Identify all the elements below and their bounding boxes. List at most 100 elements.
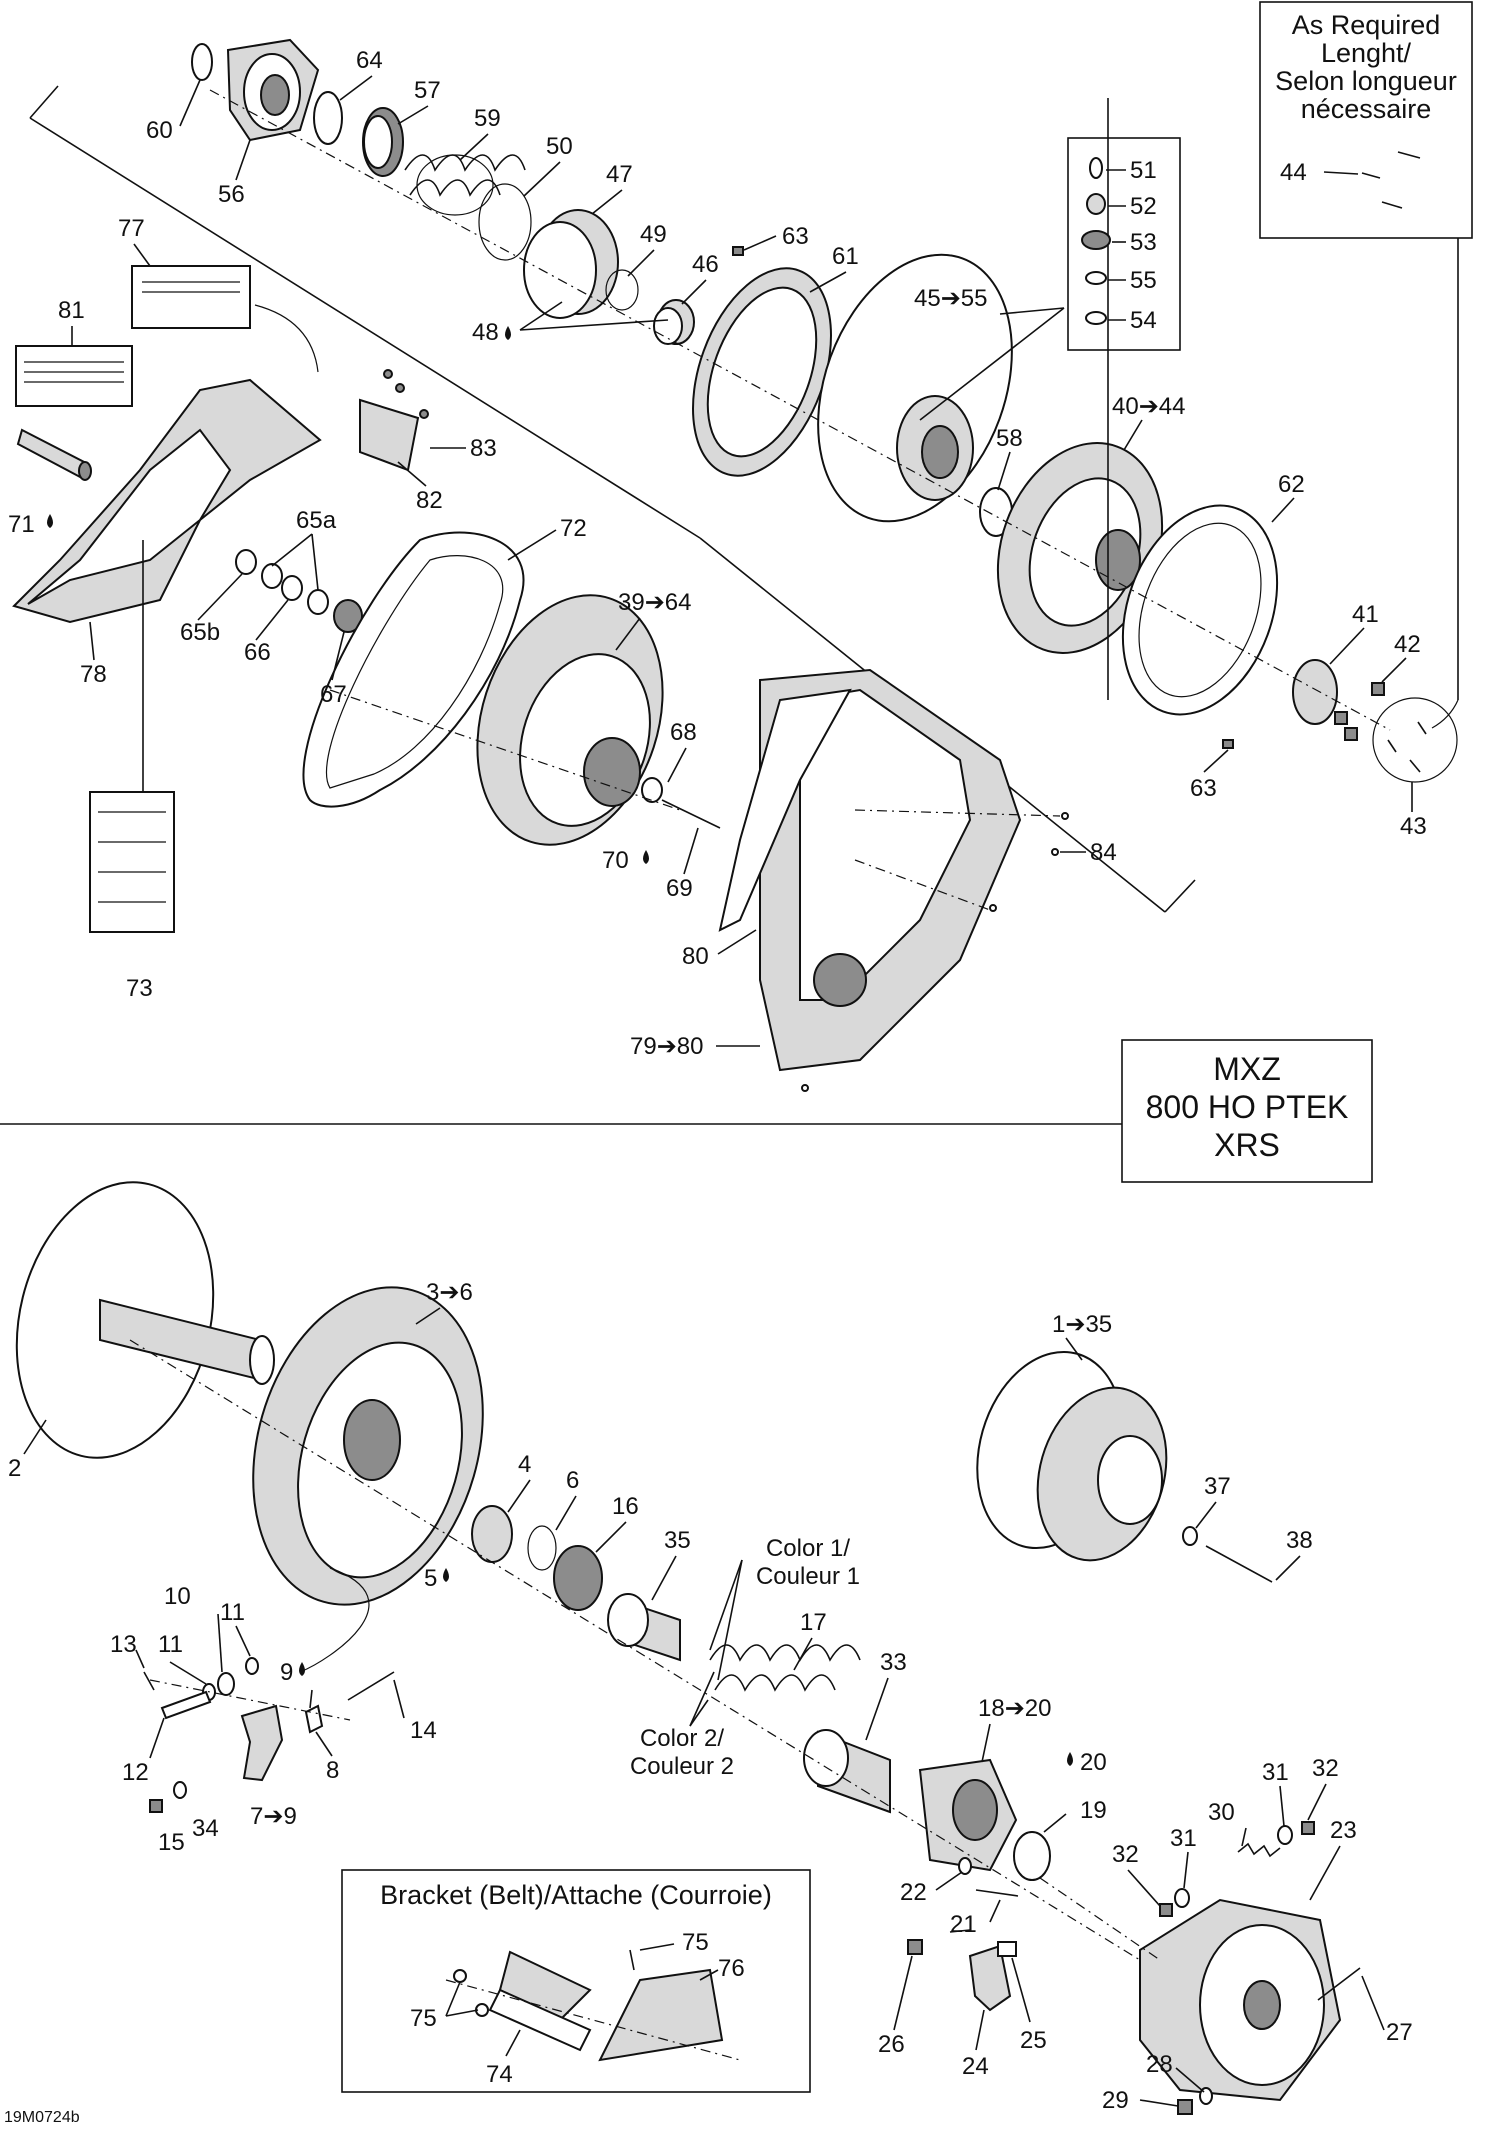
- part-67-washer: [333, 599, 363, 633]
- axis-line: [1039, 1877, 1161, 1961]
- drawing-code: 19M0724b: [4, 2109, 80, 2126]
- part-15-nut: [149, 1799, 163, 1813]
- part-69-bolt: [661, 799, 721, 829]
- callout: 14: [410, 1717, 437, 1744]
- part-30-spring: [1237, 1842, 1281, 1858]
- part-44-screw: [1397, 151, 1421, 159]
- part-32-nut: [1159, 1903, 1173, 1917]
- part-51: [1089, 157, 1103, 179]
- callout: 55: [1130, 267, 1157, 294]
- part-72-belt: [302, 531, 525, 808]
- part-50-snap-ring: [478, 183, 532, 261]
- parts-51-55-box: [1067, 137, 1181, 351]
- callout: 58: [996, 425, 1023, 452]
- callout-labels-bottom: 3➔6 2 1➔35 4 6 16 35 5 37 38 10 11 11 13…: [8, 1279, 1413, 2114]
- color2-line1: Color 2/: [640, 1725, 724, 1752]
- part-32-nut: [1301, 1821, 1315, 1835]
- callout: 20: [1080, 1749, 1107, 1776]
- callout: 17: [800, 1609, 827, 1636]
- callout: 32: [1112, 1841, 1139, 1868]
- part-83-screw: [383, 369, 393, 379]
- part-60-ring: [191, 43, 213, 81]
- part-64-washer: [313, 91, 343, 145]
- callout: 56: [218, 181, 245, 208]
- callout: 63: [782, 223, 809, 250]
- part-44-screw: [1361, 172, 1381, 179]
- callout: 60: [146, 117, 173, 144]
- callout: 4: [518, 1451, 531, 1478]
- part-59-spring: [404, 154, 526, 216]
- part-11-washer: [245, 1657, 259, 1675]
- axis-line: [329, 689, 681, 811]
- callout: 84: [1090, 839, 1117, 866]
- leader-line: [254, 304, 319, 373]
- model-line3: XRS: [1214, 1127, 1280, 1163]
- callout: 35: [664, 1527, 691, 1554]
- bracket-drawing: [445, 1949, 741, 2062]
- part-65a-washer: [307, 589, 329, 615]
- callout: 59: [474, 105, 501, 132]
- callout: 67: [320, 681, 347, 708]
- callout: 72: [560, 515, 587, 542]
- axis-line: [854, 859, 991, 911]
- part-27-bolt: [1317, 1967, 1361, 2001]
- callout: 29: [1102, 2087, 1129, 2114]
- part-61-plate: [692, 267, 832, 477]
- part-38-bolt: [1205, 1545, 1273, 1583]
- part-3-6-movable-sheave: [252, 1286, 484, 1606]
- callout: 21: [950, 1911, 977, 1938]
- callout: 79➔80: [630, 1033, 704, 1060]
- leader-line: [1431, 699, 1459, 729]
- part-21-bolt: [975, 1889, 1019, 1897]
- part-35-sleeve: [607, 1593, 681, 1662]
- bottom-assembly: [15, 1181, 1361, 2115]
- part-73-decal: [89, 791, 175, 933]
- callout-labels-top: 60 64 57 56 59 50 47 49 63 46 48 61 51 5…: [8, 47, 1427, 1060]
- callout: 81: [58, 297, 85, 324]
- as-required-line4: nécessaire: [1301, 94, 1432, 124]
- part-23-governor: [1139, 1898, 1342, 2102]
- model-line1: MXZ: [1213, 1051, 1281, 1087]
- drop-icon: [443, 1568, 449, 1582]
- as-required-line3: Selon longueur: [1275, 66, 1457, 96]
- callout: 19: [1080, 1797, 1107, 1824]
- part-42-nut: [1371, 682, 1385, 696]
- callout-leader-lines: [23, 75, 1413, 2107]
- callout: 71: [8, 511, 35, 538]
- callout: 65b: [180, 619, 220, 646]
- callout: 61: [832, 243, 859, 270]
- part-16-seal: [553, 1545, 603, 1611]
- part-55: [1085, 271, 1107, 285]
- part-41-ring: [1292, 659, 1338, 725]
- callout: 76: [718, 1955, 745, 1982]
- callout: 52: [1130, 193, 1157, 220]
- color1-line2: Couleur 1: [756, 1563, 860, 1590]
- callout: 5: [424, 1565, 437, 1592]
- leader-line: [299, 1567, 370, 1673]
- callout: 39➔64: [618, 589, 692, 616]
- callout: 73: [126, 975, 153, 1002]
- callout: 7➔9: [250, 1803, 297, 1830]
- callout: 63: [1190, 775, 1217, 802]
- part-13-cotter-pin: [143, 1671, 155, 1691]
- part-65b-washer: [235, 549, 257, 575]
- part-49-ring: [605, 269, 639, 311]
- part-84-screw: [1051, 848, 1059, 856]
- callout: 82: [416, 487, 443, 514]
- part-80-plate: [718, 688, 852, 932]
- callout: 16: [612, 1493, 639, 1520]
- callout: 8: [326, 1757, 339, 1784]
- part-78-belt-guard: [12, 378, 322, 624]
- as-required-line2: Lenght/: [1321, 38, 1412, 68]
- part-26-nut: [907, 1939, 923, 1955]
- decal-text-lines: [24, 281, 240, 903]
- part-4-bushing: [471, 1505, 513, 1563]
- callout: 11: [220, 1599, 245, 1626]
- part-22-washer: [958, 1857, 972, 1875]
- part-68-washer: [641, 777, 663, 803]
- callout: 53: [1130, 229, 1157, 256]
- part-31-washer: [1174, 1888, 1190, 1908]
- part-84-screw: [989, 904, 997, 912]
- axis-line: [149, 1679, 351, 1721]
- callout: 28: [1146, 2051, 1173, 2078]
